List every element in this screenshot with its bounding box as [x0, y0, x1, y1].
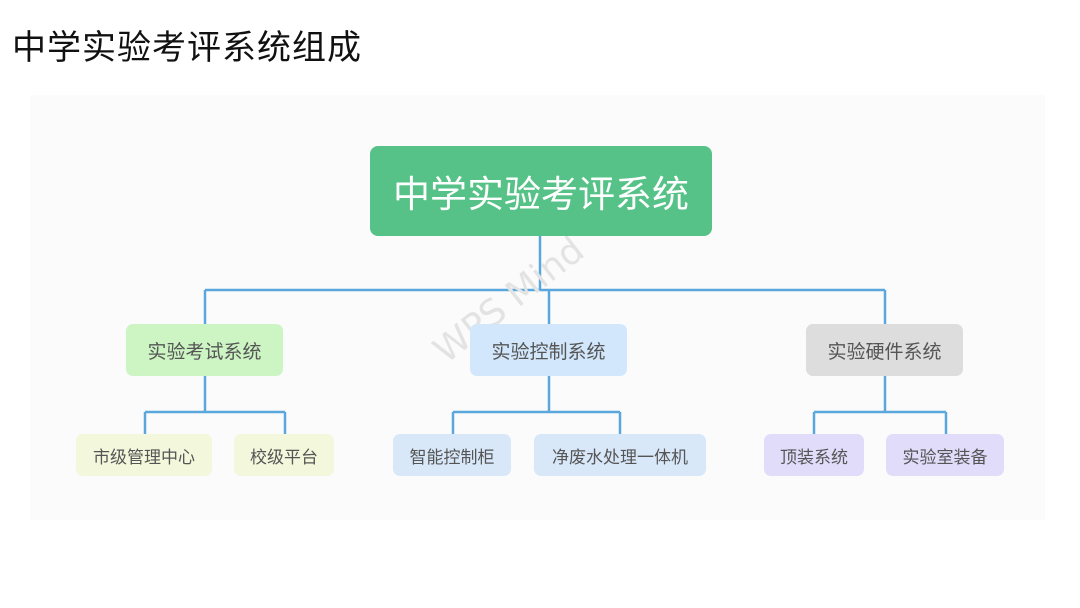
root-node[interactable]: 中学实验考评系统: [370, 146, 712, 236]
branch-node-control[interactable]: 实验控制系统: [470, 324, 627, 376]
leaf-node-city-center[interactable]: 市级管理中心: [76, 434, 212, 476]
leaf-node-control-cabinet[interactable]: 智能控制柜: [393, 434, 511, 476]
branch-node-exam[interactable]: 实验考试系统: [126, 324, 283, 376]
branch-node-hardware[interactable]: 实验硬件系统: [806, 324, 963, 376]
leaf-node-school-platform[interactable]: 校级平台: [234, 434, 334, 476]
leaf-node-lab-equipment[interactable]: 实验室装备: [886, 434, 1004, 476]
page-title: 中学实验考评系统组成: [12, 28, 362, 68]
leaf-node-ceiling-system[interactable]: 顶装系统: [764, 434, 864, 476]
leaf-node-water-treatment[interactable]: 净废水处理一体机: [534, 434, 706, 476]
